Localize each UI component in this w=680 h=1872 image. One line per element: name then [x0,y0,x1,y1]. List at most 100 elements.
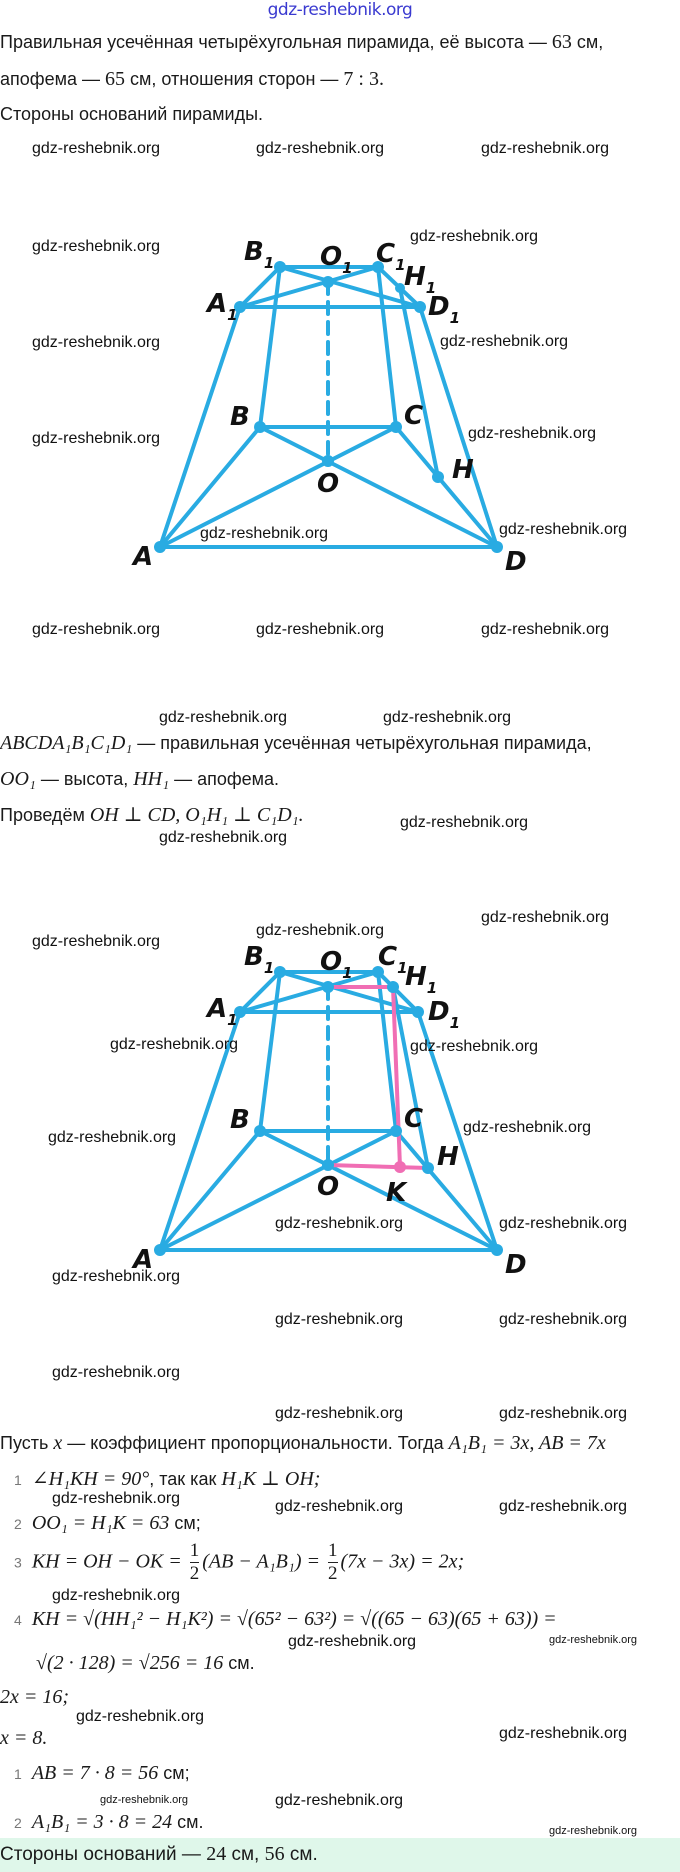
equation-2x: 2x = 16; [0,1686,70,1708]
math: √(2 · 128) = √256 = 16 [36,1652,224,1674]
math: ABCDA₁B₁C₁D₁ [0,732,133,754]
answer-text: Стороны оснований — 24 см, 56 см. [0,1843,318,1866]
watermark: gdz-reshebnik.org [481,909,610,926]
label-D1: D1 [428,292,460,327]
site-header-watermark[interactable]: gdz-reshebnik.org [267,0,413,20]
text: — высота, [35,769,134,789]
watermark: gdz-reshebnik.org [32,933,161,950]
math: A₁B₁ = 3 · 8 = 24 [31,1811,173,1833]
math: OH ⊥ CD, O₁H₁ ⊥ C₁D₁. [89,804,304,826]
watermark: gdz-reshebnik.org [110,1036,239,1053]
text: см. [284,1844,318,1865]
text: см. [223,1653,255,1673]
pyramid-edges [158,970,499,1252]
watermark: gdz-reshebnik.org [256,140,385,157]
label-H1: H1 [404,262,436,297]
label-C1: C1 [376,239,406,274]
watermark: gdz-reshebnik.org [549,1634,638,1646]
watermark: gdz-reshebnik.org [32,430,161,447]
label-B: B [230,402,250,432]
label-A: A [131,1245,153,1275]
highlight-segments [327,985,429,1170]
ratio-value: 7 : 3. [343,68,384,90]
text: Проведём [0,805,90,825]
watermark: gdz-reshebnik.org [499,521,628,538]
math: OO₁ = H₁K = 63 [31,1512,170,1534]
watermark: gdz-reshebnik.org [275,1215,404,1232]
problem-line-1: Правильная усечённая четырёхугольная пир… [0,31,603,54]
math: x [53,1432,63,1454]
problem-text: Правильная усечённая четырёхугольная пир… [0,32,552,52]
point-K [394,1161,406,1173]
watermark: gdz-reshebnik.org [410,1038,539,1055]
apothem-value: 65 [104,68,125,90]
label-O: O [317,1172,339,1202]
text: см. [172,1812,204,1832]
label-A1: A1 [205,994,238,1029]
watermark: gdz-reshebnik.org [499,1311,628,1328]
watermark: gdz-reshebnik.org [32,621,161,638]
watermark: gdz-reshebnik.org [499,1215,628,1232]
label-H: H [437,1142,459,1172]
answer-box [0,1838,680,1872]
math: 56 [264,1843,285,1865]
label-D: D [505,1250,527,1280]
result-2: 2 A₁B₁ = 3 · 8 = 24 см. [14,1811,204,1834]
label-A: A [131,542,153,572]
problem-text: апофема — [0,69,105,89]
label-H1: H1 [405,962,437,997]
text: Стороны оснований — [0,1844,207,1865]
equation-x: x = 8. [0,1727,48,1749]
watermark: gdz-reshebnik.org [52,1268,181,1285]
given-line-3: Проведём OH ⊥ CD, O₁H₁ ⊥ C₁D₁. [0,802,304,827]
watermark: gdz-reshebnik.org [400,814,529,831]
watermark: gdz-reshebnik.org [256,922,385,939]
watermark: gdz-reshebnik.org [549,1825,638,1837]
text: см; [158,1763,190,1783]
watermark: gdz-reshebnik.org [463,1119,592,1136]
vertex-points [154,261,503,553]
step-1: 1 ∠H₁KH = 90°, так как H₁K ⊥ OH; [14,1466,320,1491]
text: Пусть [0,1433,54,1453]
label-O1: O1 [320,242,353,277]
problem-question: Стороны оснований пирамиды. [0,104,264,124]
math: HH₁ [133,768,170,790]
math: A₁B₁ = 3x, AB = 7x [448,1432,606,1454]
watermark: gdz-reshebnik.org [440,333,569,350]
watermark: gdz-reshebnik.org [275,1792,404,1809]
text: , так как [149,1469,222,1489]
watermark: gdz-reshebnik.org [288,1633,417,1650]
math: KH = OH − OK = [31,1550,187,1573]
text: — апофема. [169,769,280,789]
label-A1: A1 [205,289,238,324]
math: AB = 7 · 8 = 56 [31,1762,159,1784]
label-O: O [317,469,339,499]
watermark: gdz-reshebnik.org [499,1498,628,1515]
watermark: gdz-reshebnik.org [383,709,512,726]
step-number: 4 [14,1612,22,1628]
height-value: 63 [551,31,572,53]
unit: см, [571,32,604,52]
step-number: 1 [14,1766,22,1782]
label-H: H [452,455,474,485]
label-D: D [505,547,527,577]
watermark: gdz-reshebnik.org [52,1364,181,1381]
step-4: 4 KH = √(HH₁² − H₁K²) = √(65² − 63²) = √… [14,1608,557,1631]
math: ∠H₁KH = 90° [31,1468,150,1490]
vertex-points [154,966,503,1256]
step-number: 1 [14,1472,22,1488]
figure-pyramid-1: A D B C O H A1 B1 O1 C1 H1 D1 [131,237,527,577]
problem-line-2: апофема — 65 см, отношения сторон — 7 : … [0,68,384,91]
watermark: gdz-reshebnik.org [275,1311,404,1328]
watermark: gdz-reshebnik.org [32,334,161,351]
math: H₁K ⊥ OH; [221,1468,321,1490]
math: (7x − 3x) = 2x; [340,1550,465,1573]
watermark: gdz-reshebnik.org [52,1587,181,1604]
watermark: gdz-reshebnik.org [499,1405,628,1422]
watermark: gdz-reshebnik.org [481,621,610,638]
math: OO₁ [0,768,36,790]
math: KH = √(HH₁² − H₁K²) = √(65² − 63²) = √((… [31,1608,557,1630]
label-C: C [404,401,423,431]
watermark: gdz-reshebnik.org [32,238,161,255]
